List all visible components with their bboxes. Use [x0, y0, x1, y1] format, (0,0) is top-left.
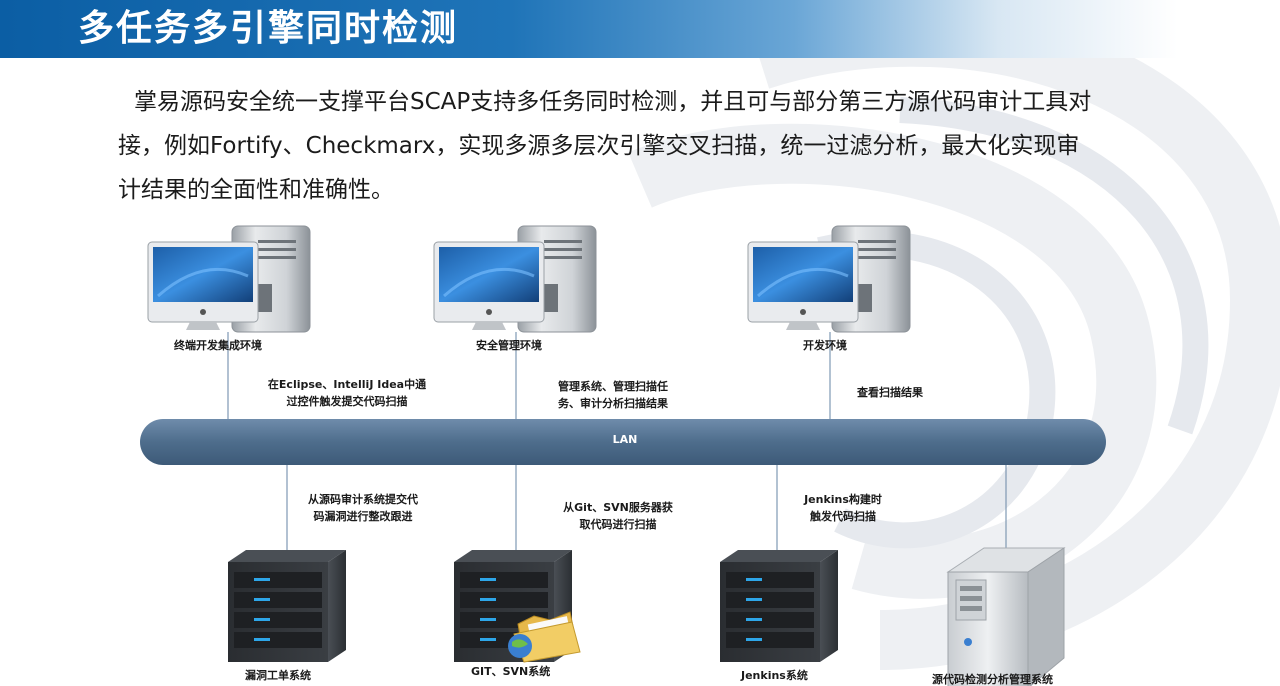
- server-link-label: 从源码审计系统提交代 码漏洞进行整改跟进: [308, 493, 418, 523]
- intro-line: 接，例如Fortify、Checkmarx，实现多源多层次引擎交叉扫描，统一过滤…: [118, 133, 1080, 159]
- client-label: 开发环境: [803, 339, 847, 352]
- title-bar: 多任务多引擎同时检测: [0, 0, 1280, 58]
- client-computer-3: [747, 225, 911, 333]
- client-link-label: 查看扫描结果: [857, 386, 923, 399]
- client-label: 安全管理环境: [476, 339, 542, 352]
- server-label: GIT、SVN系统: [471, 665, 551, 678]
- intro-line: 计结果的全面性和准确性。: [118, 177, 394, 203]
- client-computer-1: [147, 225, 311, 333]
- client-link-label: 在Eclipse、IntelliJ Idea中通 过控件触发提交代码扫描: [267, 378, 427, 408]
- server-rack-3: [720, 550, 838, 662]
- server-rack-2: [454, 550, 581, 663]
- server-link-label: 从Git、SVN服务器获 取代码进行扫描: [563, 501, 673, 531]
- client-label: 终端开发集成环境: [174, 339, 262, 352]
- lan-label: LAN: [612, 433, 638, 446]
- lan-bus: [140, 419, 1106, 465]
- intro-line: 掌易源码安全统一支撑平台SCAP支持多任务同时检测，并且可与部分第三方源代码审计…: [134, 89, 1092, 115]
- folder-icon: [508, 611, 581, 663]
- connector-lines: [227, 332, 1007, 550]
- server-label: 源代码检测分析管理系统: [932, 673, 1053, 686]
- client-link-label: 管理系统、管理扫描任 务、审计分析扫描结果: [558, 380, 668, 410]
- server-link-label: Jenkins构建时 触发代码扫描: [804, 493, 882, 523]
- page-title: 多任务多引擎同时检测: [78, 8, 459, 49]
- server-label: Jenkins系统: [741, 669, 808, 682]
- tower-server: [946, 547, 1066, 686]
- client-computer-2: [433, 225, 597, 333]
- server-label: 漏洞工单系统: [245, 669, 311, 682]
- intro-paragraph: 掌易源码安全统一支撑平台SCAP支持多任务同时检测，并且可与部分第三方源代码审计…: [118, 80, 1178, 212]
- server-rack-1: [228, 550, 346, 662]
